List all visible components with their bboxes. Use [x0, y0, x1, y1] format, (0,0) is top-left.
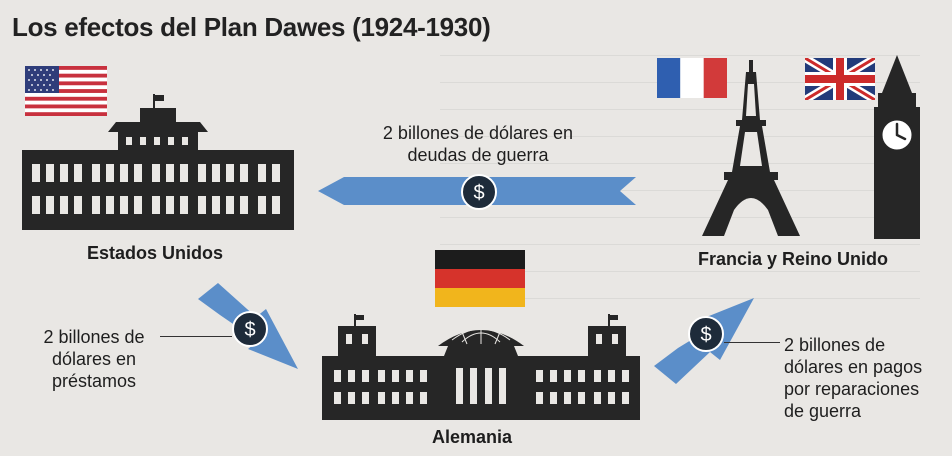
usa-flag — [25, 66, 107, 116]
currency-symbol: $ — [244, 319, 255, 341]
reparations-line-2: dólares en pagos — [784, 357, 923, 377]
reparations-line-3: por reparaciones — [784, 379, 920, 399]
germany-flag — [435, 250, 525, 307]
dollar-coin-icon: $ — [461, 174, 497, 210]
reparations-line-4: de guerra — [784, 401, 862, 421]
reparations-line-1: 2 billones de — [784, 335, 886, 355]
reichstag-building-icon — [322, 314, 640, 420]
eiffel-tower-icon — [702, 60, 800, 236]
big-ben-icon — [874, 55, 920, 239]
allies-label: Francia y Reino Unido — [698, 249, 889, 269]
war-debts-label: 2 billones de dólares en deudas de guerr… — [360, 122, 596, 166]
page-title: Los efectos del Plan Dawes (1924-1930) — [12, 12, 491, 42]
loans-line-1: 2 billones de — [43, 327, 145, 347]
loans-leader-line — [160, 336, 232, 337]
capitol-building-icon — [22, 94, 294, 230]
loans-line-3: préstamos — [51, 371, 137, 391]
dollar-coin-icon: $ — [688, 316, 724, 352]
usa-label: Estados Unidos — [87, 243, 224, 263]
dollar-coin-icon: $ — [232, 311, 268, 347]
war-debts-line-1: 2 billones de dólares en — [382, 123, 574, 143]
reparations-label: 2 billones de dólares en pagos por repar… — [784, 334, 946, 422]
loans-label: 2 billones de dólares en préstamos — [30, 326, 158, 392]
reparations-leader-line — [724, 342, 780, 343]
germany-label: Alemania — [432, 427, 513, 447]
uk-flag — [805, 58, 875, 100]
france-flag — [657, 58, 727, 98]
loans-line-2: dólares en — [51, 349, 137, 369]
war-debts-line-2: deudas de guerra — [407, 145, 549, 165]
currency-symbol: $ — [473, 182, 484, 204]
currency-symbol: $ — [700, 324, 711, 346]
